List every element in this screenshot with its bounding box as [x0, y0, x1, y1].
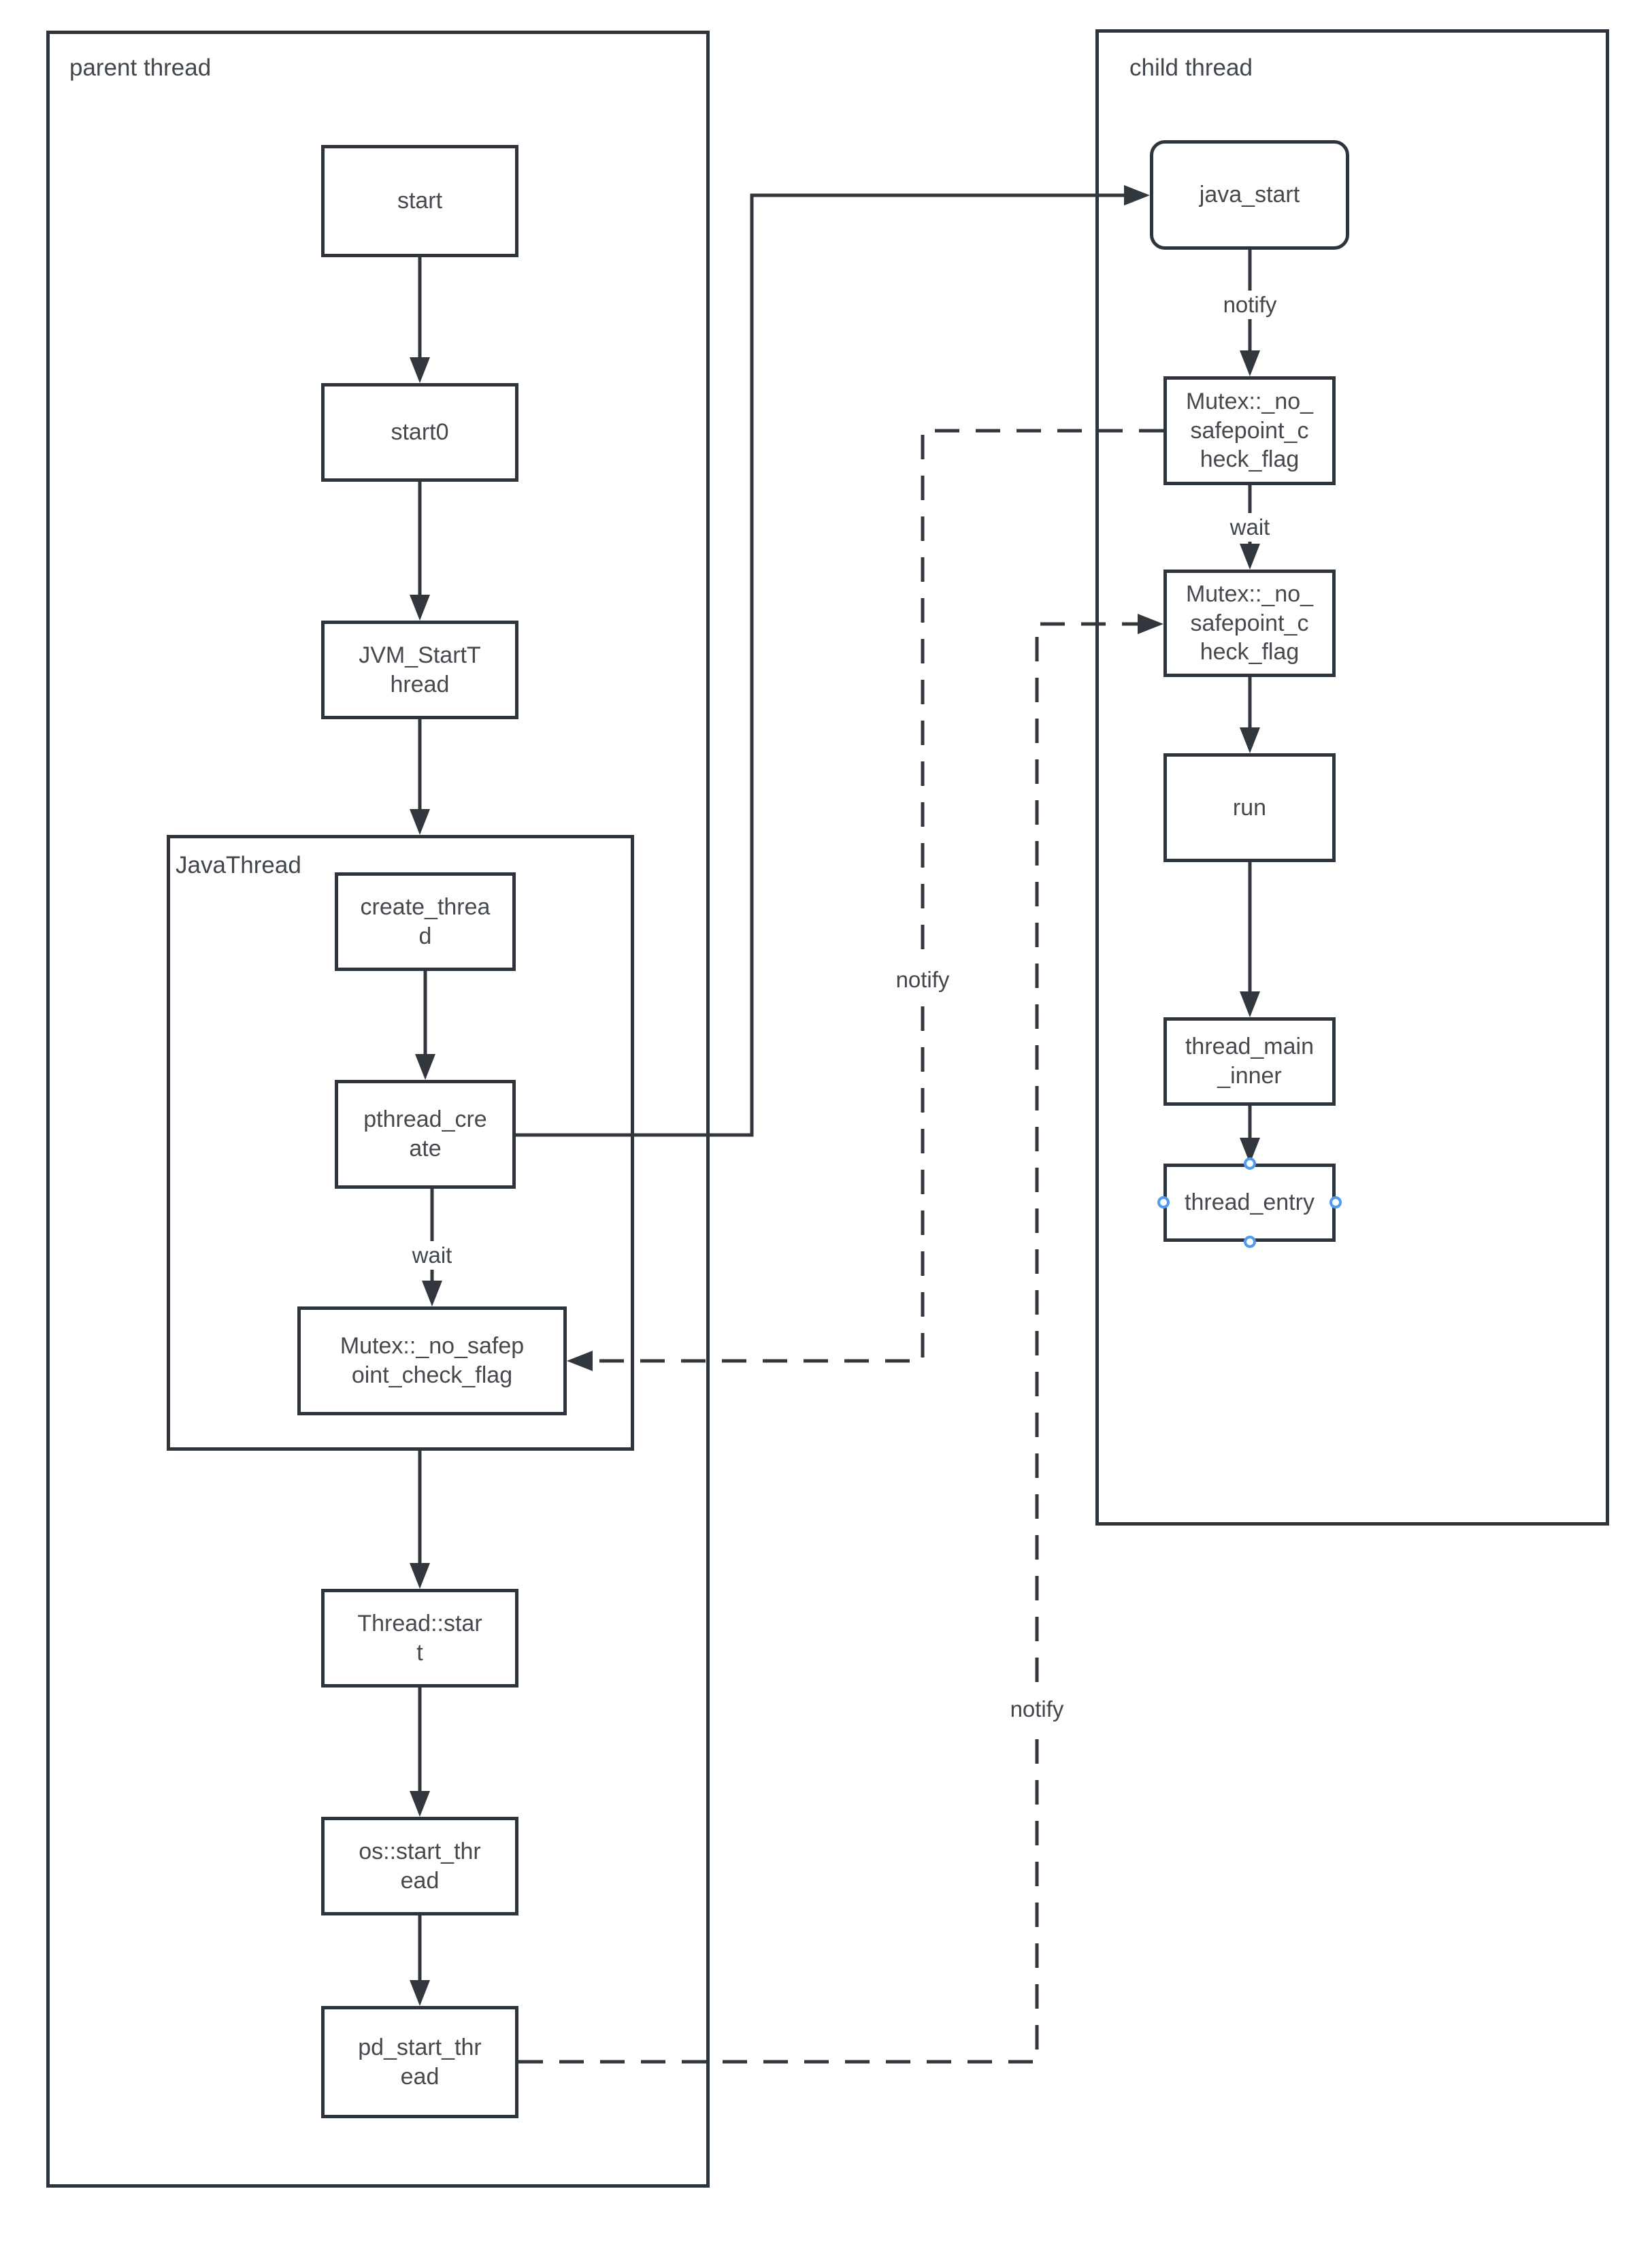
- arrowhead: [1240, 727, 1260, 753]
- node-thread-main-inner[interactable]: thread_main _inner: [1163, 1017, 1336, 1106]
- arrowhead: [1138, 614, 1163, 634]
- node-mutex-parent[interactable]: Mutex::_no_safep oint_check_flag: [297, 1306, 567, 1415]
- selection-handle-bottom[interactable]: [1244, 1236, 1256, 1248]
- parent-thread-label: parent thread: [69, 54, 212, 81]
- arrowhead: [410, 357, 430, 383]
- node-jvm-startthread[interactable]: JVM_StartT hread: [321, 621, 518, 719]
- arrowhead: [1240, 991, 1260, 1017]
- selection-handle-left[interactable]: [1157, 1196, 1170, 1208]
- edge-label-notify-javastart: notify: [1217, 291, 1283, 319]
- node-thread-entry[interactable]: thread_entry: [1163, 1164, 1336, 1242]
- arrowhead: [410, 1980, 430, 2006]
- arrowhead: [410, 1791, 430, 1817]
- edge-label-wait-parent: wait: [406, 1241, 458, 1270]
- arrowhead: [410, 809, 430, 835]
- edge-label-wait-child: wait: [1224, 513, 1276, 542]
- arrowhead: [1240, 350, 1260, 376]
- node-pthread-create[interactable]: pthread_cre ate: [335, 1080, 516, 1189]
- node-run[interactable]: run: [1163, 753, 1336, 862]
- parent-thread-container[interactable]: [46, 31, 710, 2188]
- arrowhead: [1240, 1138, 1260, 1164]
- arrowhead: [410, 595, 430, 621]
- child-thread-label: child thread: [1129, 54, 1253, 81]
- node-thread-start[interactable]: Thread::star t: [321, 1589, 518, 1688]
- edge-label-notify-from-pd: notify: [1004, 1695, 1070, 1724]
- node-mutex-child-wait[interactable]: Mutex::_no_ safepoint_c heck_flag: [1163, 570, 1336, 677]
- edge-notify-pd-childmutex: [518, 622, 1138, 2064]
- arrowheads: [410, 185, 1260, 2006]
- arrowhead: [1240, 544, 1260, 570]
- selection-handle-top[interactable]: [1244, 1157, 1256, 1170]
- node-java-start[interactable]: java_start: [1150, 140, 1349, 250]
- arrowhead: [422, 1281, 442, 1306]
- arrowhead: [415, 1054, 435, 1080]
- solid-connectors: [418, 193, 1252, 1981]
- child-thread-container[interactable]: [1095, 29, 1609, 1526]
- selection-handle-right[interactable]: [1329, 1196, 1342, 1208]
- node-pd-start-thread[interactable]: pd_start_thr ead: [321, 2006, 518, 2118]
- dashed-connectors: [518, 429, 1163, 2064]
- node-mutex-child-notify[interactable]: Mutex::_no_ safepoint_c heck_flag: [1163, 376, 1336, 485]
- edge-label-notify-to-parent-mutex: notify: [890, 966, 955, 994]
- arrowhead: [567, 1351, 593, 1371]
- node-start0[interactable]: start0: [321, 383, 518, 482]
- edge-pthread-javastart: [516, 193, 1124, 1137]
- arrowhead: [410, 1563, 430, 1589]
- arrowhead: [1124, 185, 1150, 205]
- node-start[interactable]: start: [321, 145, 518, 257]
- javathread-label: JavaThread: [176, 852, 301, 878]
- edge-notify-childmutex-parentmutex: [593, 429, 1163, 1363]
- node-create-thread[interactable]: create_threa d: [335, 872, 516, 971]
- node-os-start-thread[interactable]: os::start_thr ead: [321, 1817, 518, 1915]
- javathread-container[interactable]: [167, 835, 634, 1451]
